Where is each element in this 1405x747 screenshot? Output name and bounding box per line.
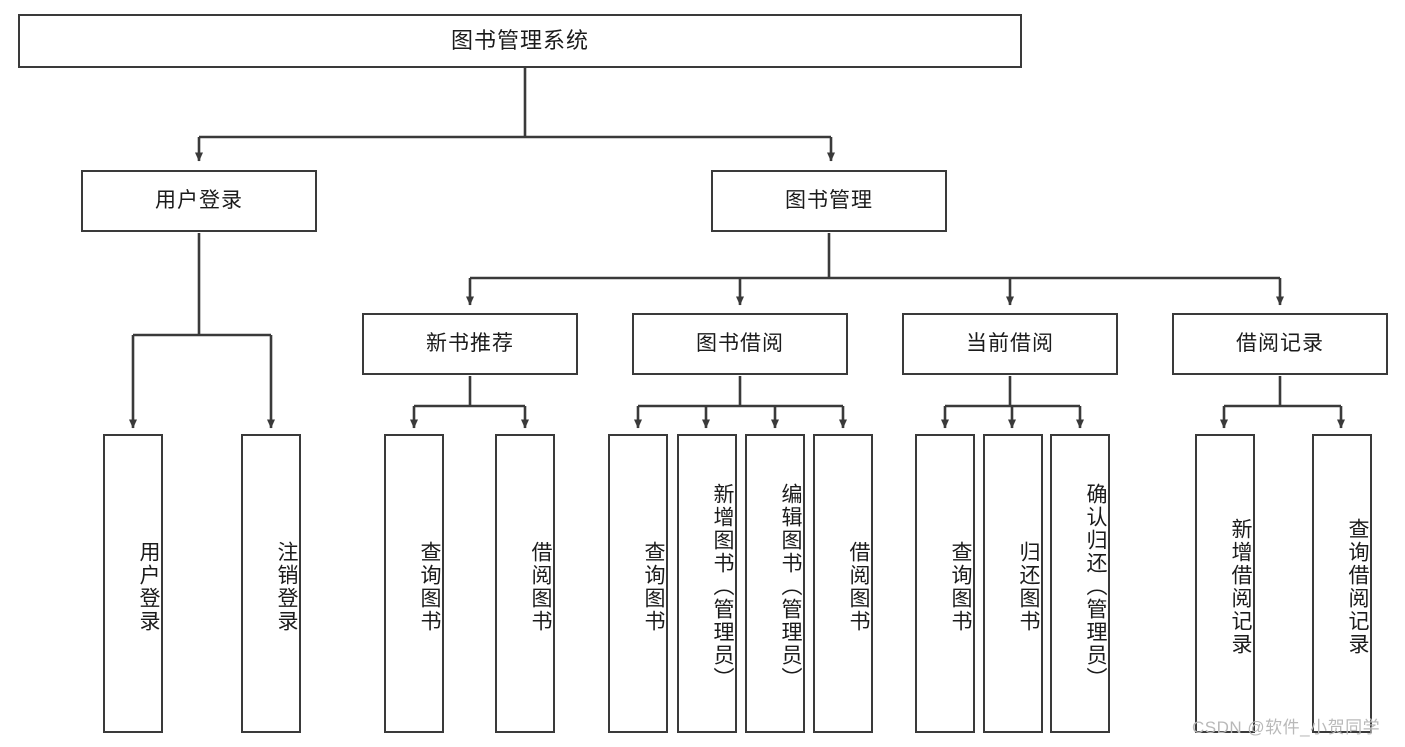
node-label: 新增图书（管理员） <box>711 483 734 690</box>
node-new-book-recommend[interactable]: 新书推荐 <box>362 313 578 375</box>
leaf-edit-book[interactable]: 编辑图书（管理员） <box>745 434 805 733</box>
leaf-query-book-2[interactable]: 查询图书 <box>608 434 668 733</box>
leaf-query-book-1[interactable]: 查询图书 <box>384 434 444 733</box>
node-label: 图书管理系统 <box>450 28 589 54</box>
node-label: 借阅图书 <box>847 540 870 633</box>
node-label: 用户登录 <box>155 188 243 212</box>
leaf-user-login[interactable]: 用户登录 <box>103 434 163 733</box>
node-label: 用户登录 <box>137 540 160 633</box>
node-label: 查询借阅记录 <box>1346 517 1369 656</box>
node-label: 图书借阅 <box>696 331 784 355</box>
node-label: 借阅图书 <box>529 540 552 633</box>
node-label: 查询图书 <box>418 540 441 633</box>
node-label: 图书管理 <box>785 188 873 212</box>
leaf-query-borrow-record[interactable]: 查询借阅记录 <box>1312 434 1372 733</box>
watermark-text: CSDN @软件_小贺同学 <box>1192 718 1381 737</box>
node-label: 借阅记录 <box>1236 331 1324 355</box>
leaf-add-book[interactable]: 新增图书（管理员） <box>677 434 737 733</box>
leaf-logout-login[interactable]: 注销登录 <box>241 434 301 733</box>
node-label: 归还图书 <box>1017 540 1040 633</box>
node-label: 查询图书 <box>949 540 972 633</box>
node-label: 确认归还（管理员） <box>1084 483 1107 690</box>
leaf-borrow-book-1[interactable]: 借阅图书 <box>495 434 555 733</box>
leaf-borrow-book-2[interactable]: 借阅图书 <box>813 434 873 733</box>
leaf-confirm-return[interactable]: 确认归还（管理员） <box>1050 434 1110 733</box>
node-book-management[interactable]: 图书管理 <box>711 170 947 232</box>
node-label: 注销登录 <box>275 540 298 633</box>
leaf-return-book[interactable]: 归还图书 <box>983 434 1043 733</box>
leaf-query-book-3[interactable]: 查询图书 <box>915 434 975 733</box>
node-current-borrow[interactable]: 当前借阅 <box>902 313 1118 375</box>
leaf-add-borrow-record[interactable]: 新增借阅记录 <box>1195 434 1255 733</box>
node-label: 编辑图书（管理员） <box>779 483 802 690</box>
node-user-login[interactable]: 用户登录 <box>81 170 317 232</box>
node-book-borrow[interactable]: 图书借阅 <box>632 313 848 375</box>
node-label: 新书推荐 <box>426 331 514 355</box>
node-label: 新增借阅记录 <box>1229 517 1252 656</box>
node-label: 查询图书 <box>642 540 665 633</box>
node-label: 当前借阅 <box>966 331 1054 355</box>
node-borrow-record[interactable]: 借阅记录 <box>1172 313 1388 375</box>
node-book-management-system[interactable]: 图书管理系统 <box>18 14 1022 68</box>
